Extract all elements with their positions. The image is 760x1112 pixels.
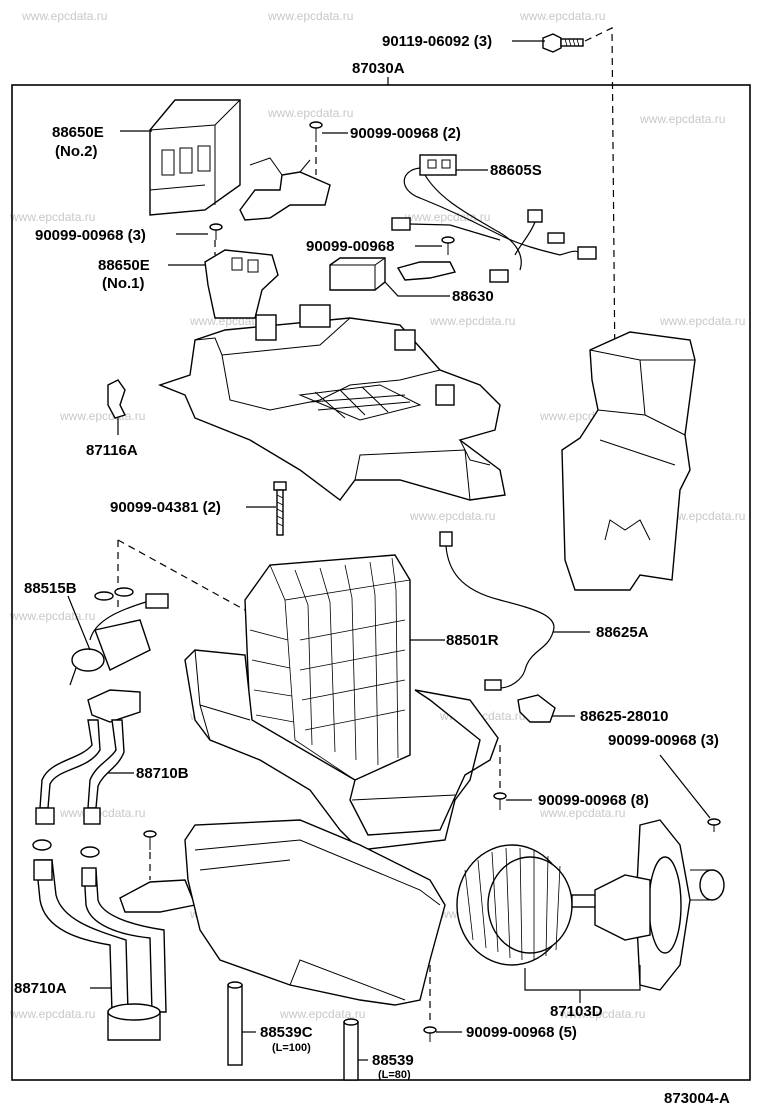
sensor	[517, 694, 556, 723]
resistor-no1	[204, 240, 279, 319]
screw-bottom	[423, 1026, 437, 1042]
watermark-text: www.epcdata.ru	[9, 1007, 95, 1021]
blower-motor	[594, 819, 725, 991]
label-screw-bracket: 90099-00968 (2)	[350, 125, 461, 142]
watermark-text: www.epcdata.ru	[21, 9, 107, 23]
watermark-text: www.epcdata.ru	[9, 210, 95, 224]
watermark-text: www.epcdata.ru	[659, 509, 745, 523]
label-resistor-no1: 88650E	[98, 257, 150, 274]
assembly-frame	[11, 84, 751, 1081]
label-screw-case: 90099-00968 (8)	[538, 792, 649, 809]
label-clip: 87116A	[86, 442, 138, 459]
label-sensor: 88625-28010	[580, 708, 668, 725]
watermark-text: www.epcdata.ru	[267, 9, 353, 23]
expansion-valve	[69, 587, 169, 723]
hose-c	[227, 981, 243, 1066]
label-resistor-no2: 88650E	[52, 124, 104, 141]
label-screw-long: 90099-04381 (2)	[110, 499, 221, 516]
watermark-text: www.epcdata.ru	[59, 409, 145, 423]
label-screw-top: 90119-06092 (3)	[382, 33, 492, 50]
watermark-text: www.epcdata.ru	[409, 509, 495, 523]
label-hose: 88539	[372, 1052, 414, 1069]
blower-fan	[456, 844, 597, 966]
label-thermistor: 88625A	[596, 624, 649, 641]
clip	[107, 379, 126, 419]
watermark-text: www.epcdata.ru	[59, 806, 145, 820]
screw-case	[493, 792, 507, 810]
label-screw-bottom: 90099-00968 (5)	[466, 1024, 577, 1041]
screw-long	[273, 481, 287, 536]
lower-case	[184, 649, 499, 851]
label-blower: 87103D	[550, 1003, 603, 1020]
screw-motor	[707, 818, 721, 832]
bracket	[239, 157, 331, 221]
screw-bracket	[309, 121, 323, 142]
label-pipe-b: 88710B	[136, 765, 189, 782]
watermark-text: www.epcdata.ru	[559, 1007, 645, 1021]
watermark-text: www.epcdata.ru	[279, 1007, 365, 1021]
label-pipe-a: 88710A	[14, 980, 67, 997]
watermark-text: www.epcdata.ru	[659, 314, 745, 328]
resistor-no2	[149, 99, 241, 216]
label-relay: 88630	[452, 288, 494, 305]
pipe-a	[32, 839, 167, 1041]
pipe-b	[35, 719, 125, 825]
watermark-text: www.epcdata.ru	[267, 106, 353, 120]
hose	[343, 1018, 359, 1081]
label-resistor-no1-sub: (No.1)	[102, 275, 145, 292]
clamp	[119, 830, 196, 913]
watermark-text: www.epcdata.ru	[539, 806, 625, 820]
label-resistor-no2-sub: (No.2)	[55, 143, 98, 160]
drain-pan	[184, 819, 446, 1006]
screw-no1	[209, 223, 223, 240]
label-hose-c: 88539C	[260, 1024, 313, 1041]
bolt-top	[542, 33, 584, 53]
relay	[329, 257, 457, 291]
label-screw-motor: 90099-00968 (3)	[608, 732, 719, 749]
wiring-harness	[391, 154, 597, 283]
watermark-text: www.epcdata.ru	[9, 609, 95, 623]
screw-mid	[441, 236, 455, 255]
assembly-label: 87030A	[352, 60, 405, 77]
air-duct	[561, 331, 696, 591]
figure-code: 873004-A	[664, 1090, 730, 1107]
label-evaporator: 88501R	[446, 632, 499, 649]
label-screw-no1: 90099-00968 (3)	[35, 227, 146, 244]
watermark-text: www.epcdata.ru	[639, 112, 725, 126]
upper-case	[157, 304, 506, 501]
label-screw-mid: 90099-00968	[306, 238, 394, 255]
thermistor	[439, 531, 555, 691]
watermark-text: www.epcdata.ru	[519, 9, 605, 23]
label-harness: 88605S	[490, 162, 542, 179]
label-expansion-valve: 88515B	[24, 580, 77, 597]
watermark-text: www.epcdata.ru	[404, 210, 490, 224]
label-hose-length: (L=80)	[378, 1069, 411, 1081]
label-hose-c-length: (L=100)	[272, 1042, 311, 1054]
watermark-text: www.epcdata.ru	[429, 314, 515, 328]
